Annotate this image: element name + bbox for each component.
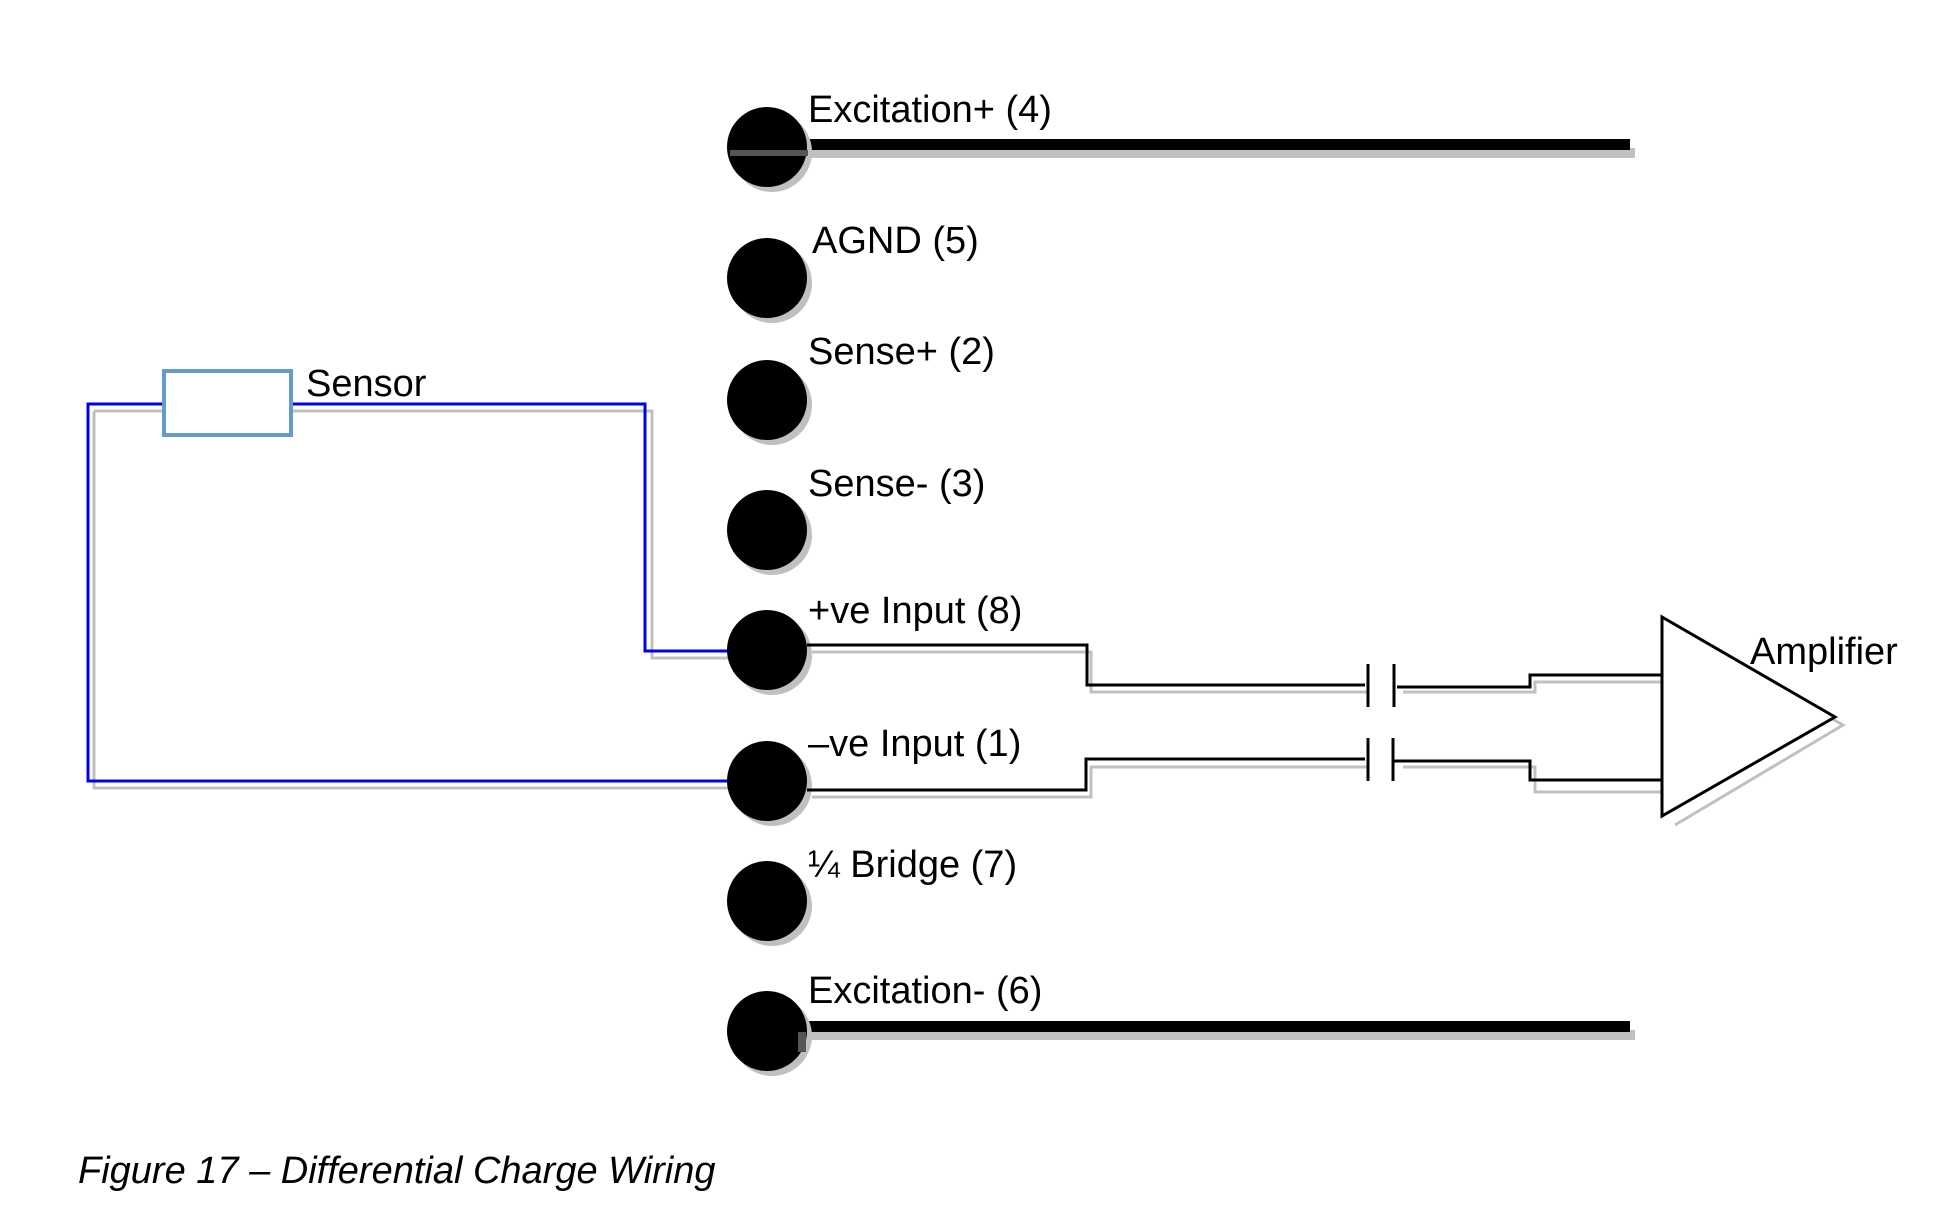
terminal-sense-minus[interactable]: Sense- (3)	[727, 463, 985, 575]
sensor-wire-positive	[291, 402, 728, 653]
positive-cap-to-amp-wire	[1397, 673, 1662, 689]
svg-text:Sense- (3): Sense- (3)	[808, 463, 985, 505]
sensor-wire-negative	[86, 402, 728, 783]
amplifier-triangle	[1660, 614, 1839, 819]
excitation-minus-bar-shadow	[800, 1030, 1635, 1040]
signal-wires	[807, 643, 1662, 792]
terminal-excitation-minus[interactable]: Excitation- (6)	[727, 970, 1042, 1076]
capacitor-positive	[1366, 664, 1396, 707]
svg-text:Sense+ (2): Sense+ (2)	[808, 331, 995, 373]
excitation-minus-bar	[800, 1021, 1630, 1032]
negative-cap-to-amp-wire	[1393, 759, 1662, 782]
figure-caption: Figure 17 – Differential Charge Wiring	[78, 1150, 716, 1192]
signal-wire-shadows	[812, 628, 1847, 827]
svg-text:–ve Input (1): –ve Input (1)	[808, 723, 1021, 765]
terminals: Excitation+ (4) AGND (5) Sense+ (2) Sens…	[727, 89, 1052, 1076]
terminal-negative-input[interactable]: –ve Input (1)	[727, 723, 1021, 826]
capacitor-negative	[1366, 738, 1395, 781]
sensor-label: Sensor	[306, 363, 427, 405]
negative-input-wire	[807, 757, 1365, 792]
svg-text:AGND (5): AGND (5)	[812, 220, 979, 262]
svg-text:+ve Input (8): +ve Input (8)	[808, 590, 1022, 632]
terminal-sense-plus[interactable]: Sense+ (2)	[727, 331, 995, 445]
svg-text:¼ Bridge (7): ¼ Bridge (7)	[808, 844, 1017, 886]
excitation-plus-bar	[740, 139, 1630, 150]
sensor-box	[162, 369, 293, 437]
svg-text:Excitation+ (4): Excitation+ (4)	[808, 89, 1052, 131]
positive-input-wire	[807, 643, 1365, 687]
terminal-quarter-bridge[interactable]: ¼ Bridge (7)	[727, 844, 1017, 946]
amplifier-label: Amplifier	[1750, 631, 1898, 673]
svg-text:Excitation- (6): Excitation- (6)	[808, 970, 1042, 1012]
terminal-positive-input[interactable]: +ve Input (8)	[727, 590, 1022, 695]
excitation-plus-bar-shadow	[740, 148, 1635, 158]
sensor-wire-shadow-top	[94, 409, 732, 660]
terminal-agnd[interactable]: AGND (5)	[727, 220, 979, 323]
sensor-wire-shadow	[92, 411, 732, 790]
terminal-excitation-plus[interactable]: Excitation+ (4)	[727, 89, 1052, 192]
